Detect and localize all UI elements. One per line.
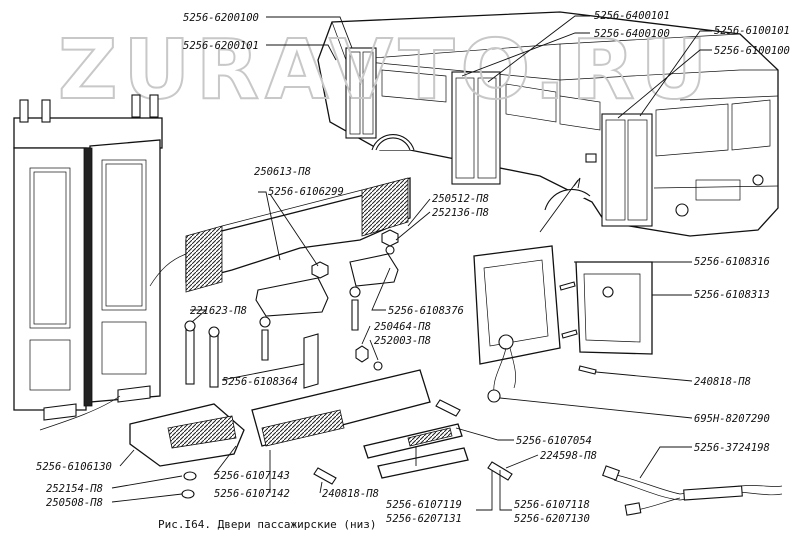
label-5256-3724198: 5256-3724198 [694,442,770,454]
label-5256-6100100: 5256-6100100 [714,45,790,57]
label-240818-p8-lower: 240818-П8 [322,488,379,500]
label-5256-6107142: 5256-6107142 [214,488,290,500]
label-5256-6108313: 5256-6108313 [694,289,770,301]
door-lamp-illustration [473,177,653,403]
label-221623-p8: 221623-П8 [190,305,247,317]
label-5256-6400100: 5256-6400100 [594,28,670,40]
figure-caption: Рис.І64. Двери пассажирские (низ) [158,518,377,531]
label-5256-6108364: 5256-6108364 [222,376,298,388]
label-5256-6107054: 5256-6107054 [516,435,592,447]
floor-track-illustration [129,369,513,499]
label-250512-p8: 250512-П8 [432,193,489,205]
label-5256-6107119: 5256-6107119 [386,499,462,511]
label-252136-p8: 252136-П8 [432,207,489,219]
label-5256-6200100: 5256-6200100 [183,12,259,24]
label-252154-p8: 252154-П8 [46,483,103,495]
label-5256-6400101: 5256-6400101 [594,10,670,22]
label-5256-6107118: 5256-6107118 [514,499,590,511]
label-5256-6100101: 5256-6100101 [714,25,790,37]
leader-lines [111,15,712,511]
label-252003-p8: 252003-П8 [374,335,431,347]
label-5256-6108376: 5256-6108376 [388,305,464,317]
label-250613-p8: 250613-П8 [254,166,311,178]
label-5256-6107143: 5256-6107143 [214,470,290,482]
bus-illustration [317,11,779,237]
door-panel-illustration [13,94,163,431]
label-5256-6207130: 5256-6207130 [514,513,590,525]
wire-harness-illustration [602,465,783,516]
label-5256-6106299: 5256-6106299 [268,186,344,198]
label-250464-p8: 250464-П8 [374,321,431,333]
label-5256-6207131: 5256-6207131 [386,513,462,525]
watermark-text: ZURAVTO.RU [58,23,713,118]
label-240818-p8: 240818-П8 [694,376,751,388]
part-labels: 5256-6200100 5256-6200101 5256-6400101 5… [36,10,790,525]
label-695n-8207290: 695Н-8207290 [694,413,770,425]
label-5256-6200101: 5256-6200101 [183,40,259,52]
label-5256-6106130: 5256-6106130 [36,461,112,473]
label-224598-p8: 224598-П8 [540,450,597,462]
label-5256-6108316: 5256-6108316 [694,256,770,268]
label-250508-p8: 250508-П8 [46,497,103,509]
door-mechanism-illustration [149,177,411,389]
